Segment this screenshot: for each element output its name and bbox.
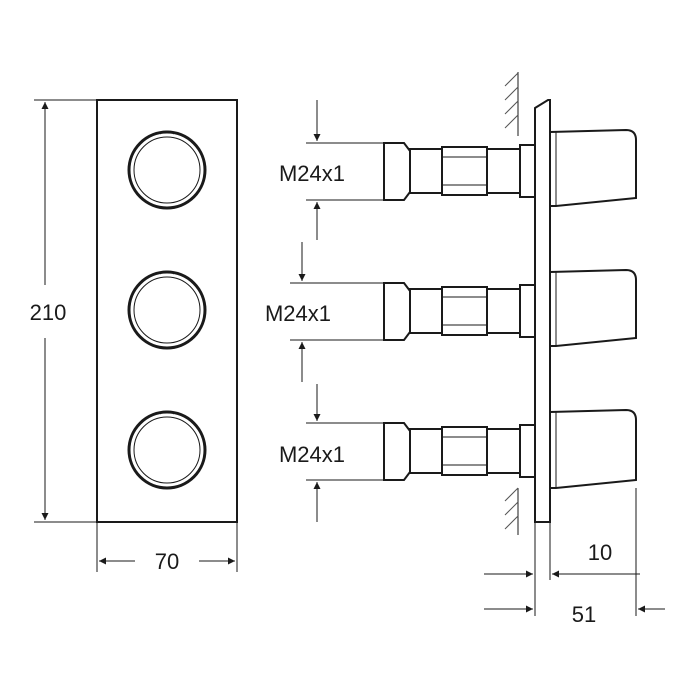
width-label: 70 — [155, 549, 179, 574]
thread-dimension-middle — [290, 242, 384, 382]
thread-label-middle: M24x1 — [265, 301, 331, 326]
width-dimension — [96, 522, 238, 572]
wall — [504, 72, 519, 535]
plate-thickness-label: 10 — [588, 540, 612, 565]
height-dimension — [34, 99, 97, 523]
total-depth-label: 51 — [572, 602, 596, 627]
total-depth-dimension — [484, 488, 665, 616]
side-view: M24x1 M24x1 M24x1 10 51 — [265, 72, 665, 627]
thread-dimension-top — [306, 100, 384, 240]
thread-label-bottom: M24x1 — [279, 442, 345, 467]
handle-top — [127, 130, 207, 210]
valve-bottom — [383, 422, 536, 481]
valve-top — [383, 142, 536, 201]
front-plate — [96, 99, 238, 523]
thread-label-top: M24x1 — [279, 161, 345, 186]
height-label: 210 — [30, 300, 67, 325]
knob-top — [549, 128, 637, 207]
handle-bottom — [127, 410, 207, 490]
cover-plate — [534, 99, 551, 523]
valve-middle — [383, 282, 536, 341]
plate-thickness-dimension — [484, 522, 640, 616]
front-view: 210 70 — [30, 99, 238, 574]
knob-middle — [549, 268, 637, 347]
handle-middle — [127, 270, 207, 350]
knob-bottom — [549, 408, 637, 489]
thread-dimension-bottom — [306, 384, 384, 522]
